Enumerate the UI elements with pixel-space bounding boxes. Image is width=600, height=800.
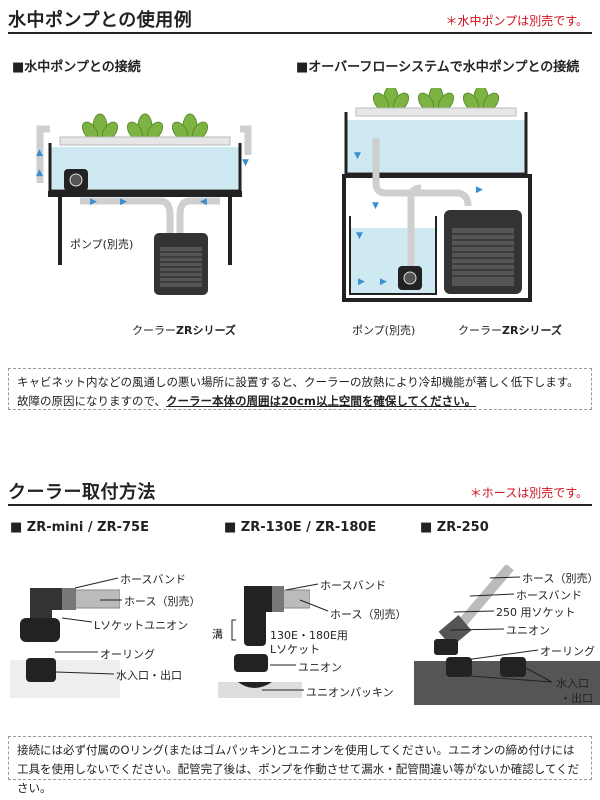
model-zr-mini-heading: ■ ZR-mini / ZR-75E (10, 520, 149, 535)
left-diagram-heading: ■水中ポンプとの接続 (12, 60, 141, 75)
zr-mini-fitting-illustration (10, 588, 120, 698)
submersible-pump-diagram: ▲ ▲ ▶ ▶ ◀ ▼ (36, 113, 252, 295)
svg-text:▶: ▶ (476, 185, 483, 195)
zr-mini-label-hose-band: ホースバンド (120, 573, 186, 586)
zr-130e-label-l-socket: Lソケット (270, 643, 321, 656)
zr-mini-label-water-inlet-outlet: 水入口・出口 (116, 669, 182, 682)
zr-130e-label-hose: ホース（別売） (330, 608, 407, 621)
section1-title: 水中ポンプとの使用例 (8, 10, 193, 31)
svg-text:▲: ▲ (36, 168, 43, 178)
svg-text:▼: ▼ (372, 201, 379, 211)
warning-text: キャビネット内などの風通しの悪い場所に設置すると、クーラーの放熱により冷却機能が… (17, 375, 579, 408)
svg-text:▼: ▼ (354, 151, 361, 161)
svg-text:◀: ◀ (200, 197, 207, 207)
hose-sold-separately-note: ＊ホースは別売です。 (469, 486, 588, 500)
svg-text:▶: ▶ (380, 277, 387, 287)
section2-divider (8, 504, 592, 506)
svg-text:▶: ▶ (90, 197, 97, 207)
zr-250-label-o-ring: オーリング (540, 645, 595, 658)
plant-icon (372, 88, 500, 112)
zr-250-label-hose: ホース（別売） (522, 572, 599, 585)
plant-icon (81, 113, 209, 141)
svg-text:▲: ▲ (36, 148, 43, 158)
svg-text:▶: ▶ (120, 197, 127, 207)
zr-130e-label-union: ユニオン (298, 661, 342, 674)
zr-250-label-union: ユニオン (506, 624, 550, 637)
right-diagram-heading: ■オーバーフローシステムで水中ポンプとの接続 (296, 60, 580, 75)
installation-notes-box: 接続には必ず付属のOリング(またはゴムパッキン)とユニオンを使用してください。ユ… (8, 736, 592, 795)
right-pump-label: ポンプ(別売) (352, 324, 416, 337)
section2-title: クーラー取付方法 (8, 482, 156, 503)
zr-250-label-hose-band: ホースバンド (516, 589, 582, 602)
zr-130e-label-hose-band: ホースバンド (320, 579, 386, 592)
svg-text:▶: ▶ (358, 277, 365, 287)
zr-mini-label-hose: ホース（別売） (124, 595, 201, 608)
pump-sold-separately-note: ＊水中ポンプは別売です。 (445, 14, 588, 28)
zr-250-label-water-inlet: 水入口 (556, 677, 589, 690)
zr-250-label-250-socket: 250 用ソケット (496, 606, 576, 619)
zr-mini-label-l-socket-union: Lソケットユニオン (94, 619, 189, 632)
zr-130e-label-groove: 溝 (212, 628, 223, 641)
zr-130e-label-union-packing: ユニオンパッキン (306, 686, 394, 699)
zr-130e-label-for-130e-180e: 130E・180E用 (270, 629, 348, 642)
ventilation-warning-box: キャビネット内などの風通しの悪い場所に設置すると、クーラーの放熱により冷却機能が… (8, 368, 592, 410)
zr-250-fitting-illustration (414, 565, 600, 705)
svg-text:▼: ▼ (356, 231, 363, 241)
left-pump-label: ポンプ(別売) (70, 238, 134, 251)
zr-mini-label-o-ring: オーリング (100, 648, 155, 661)
svg-text:▼: ▼ (242, 158, 249, 168)
zr-130e-fitting-illustration (218, 586, 310, 698)
overflow-system-diagram: ▼ ▼ ▼ ▶ ▶ ▶ (342, 88, 532, 302)
zr-250-label-outlet: ・出口 (560, 692, 593, 705)
right-cooler-caption: クーラーZRシリーズ (458, 324, 562, 337)
left-cooler-caption: クーラーZRシリーズ (132, 324, 236, 337)
warning-emphasis: クーラー本体の周囲は20cm以上空間を確保してください。 (166, 394, 477, 408)
model-zr-250-heading: ■ ZR-250 (420, 520, 489, 535)
model-zr-130e-heading: ■ ZR-130E / ZR-180E (224, 520, 377, 535)
section1-divider (8, 32, 592, 34)
